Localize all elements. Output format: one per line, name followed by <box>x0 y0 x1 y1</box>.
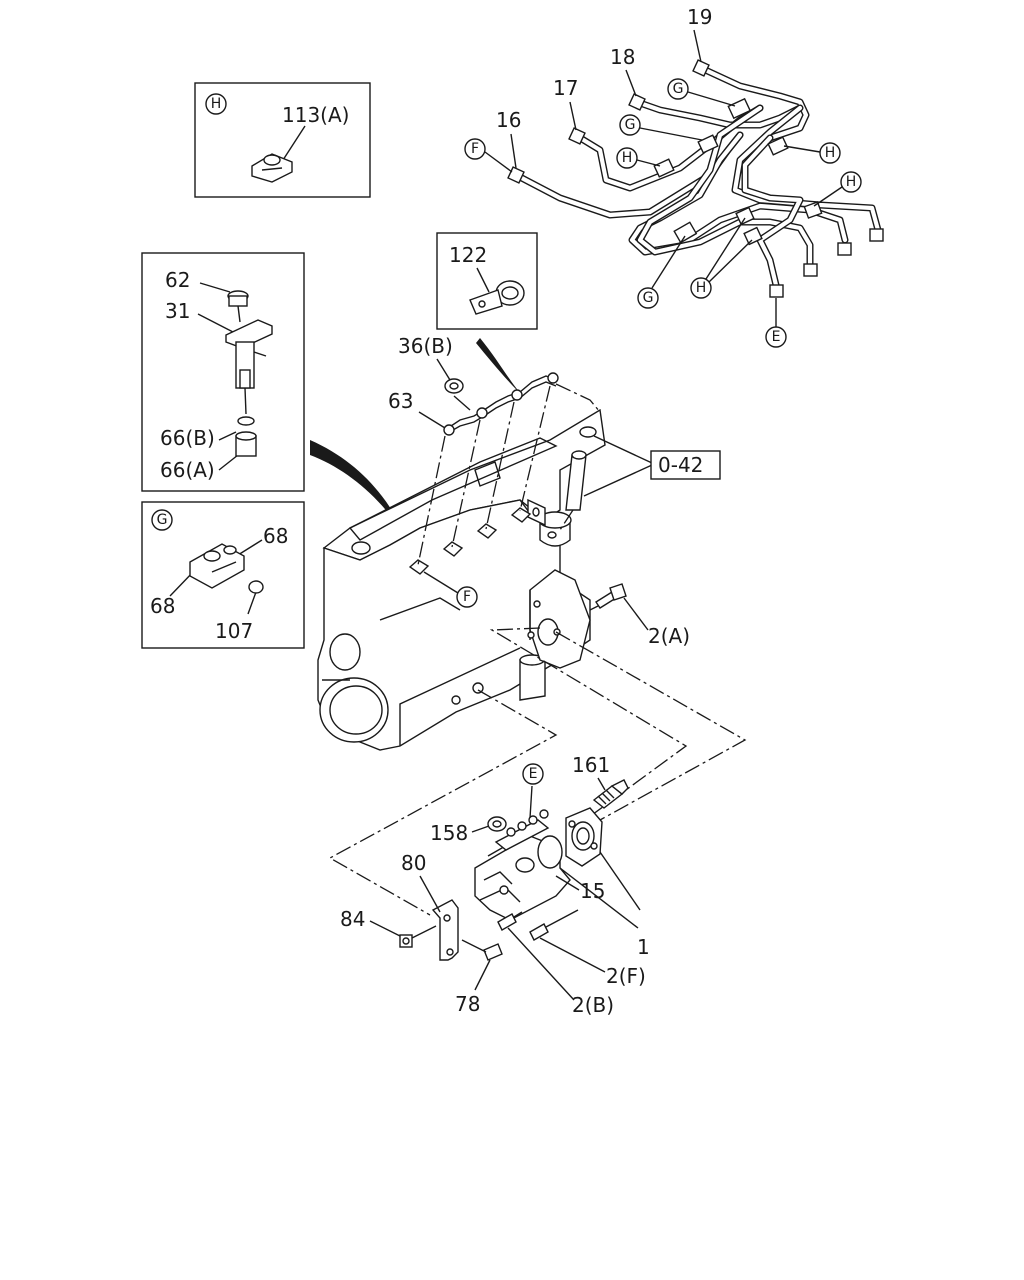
label-107: 107 <box>215 619 253 643</box>
label-62: 62 <box>165 268 190 292</box>
svg-text:G: G <box>673 81 684 97</box>
part-161 <box>592 779 629 809</box>
label-2a: 2(A) <box>648 624 690 648</box>
svg-text:F: F <box>463 589 471 605</box>
reference-box-text: 0-42 <box>658 453 703 477</box>
label-84: 84 <box>340 907 365 931</box>
injector-seats <box>408 507 532 575</box>
inset-g-circle-text: G <box>157 512 168 528</box>
label-66b: 66(B) <box>160 426 215 450</box>
label-158: 158 <box>430 821 468 845</box>
svg-text:F: F <box>471 141 479 157</box>
label-68-left: 68 <box>150 594 175 618</box>
clamp-68 <box>189 543 264 594</box>
label-17: 17 <box>553 76 578 100</box>
circle-e-pump: E <box>522 763 544 785</box>
label-31: 31 <box>165 299 190 323</box>
label-66a: 66(A) <box>160 458 215 482</box>
svg-text:G: G <box>625 117 636 133</box>
bolt-2f <box>529 909 579 941</box>
svg-text:H: H <box>696 280 707 296</box>
dashed-leaders-injectors <box>417 383 601 566</box>
label-36b: 36(B) <box>398 334 453 358</box>
label-2f: 2(F) <box>606 964 646 988</box>
return-pipe <box>443 372 559 436</box>
inset-nozzle: 62 31 66(B) 66(A) <box>141 252 305 492</box>
label-122: 122 <box>449 243 487 267</box>
injection-pump <box>474 807 603 921</box>
circle-g-2: G <box>619 114 641 136</box>
label-18: 18 <box>610 45 635 69</box>
dashed-guides <box>328 627 747 916</box>
bolt-78 <box>461 939 503 961</box>
injection-pipes <box>507 59 884 298</box>
label-19: 19 <box>687 5 712 29</box>
label-113a: 113(A) <box>282 103 349 127</box>
label-63: 63 <box>388 389 413 413</box>
circle-h-1: H <box>616 147 638 169</box>
label-80: 80 <box>401 851 426 875</box>
engine-block <box>317 408 606 751</box>
clip-113a <box>251 153 293 183</box>
clamp-122 <box>469 280 525 315</box>
svg-text:H: H <box>825 145 836 161</box>
bolt-2b <box>497 911 523 931</box>
label-68-top: 68 <box>263 524 288 548</box>
fuel-stub <box>559 426 597 531</box>
circle-e-top: E <box>765 326 787 348</box>
inset-h: H 113(A) <box>194 82 371 198</box>
label-161: 161 <box>572 753 610 777</box>
injector-nozzle <box>225 290 273 457</box>
label-78: 78 <box>455 992 480 1016</box>
bolt-2a <box>589 583 627 611</box>
inset-clamp: 122 <box>436 232 538 330</box>
svg-text:H: H <box>622 150 633 166</box>
nut-84 <box>399 934 413 948</box>
part-158 <box>487 816 507 832</box>
label-1: 1 <box>637 935 650 959</box>
circle-f-top: F <box>464 138 486 160</box>
circle-g-3: G <box>637 287 659 309</box>
circle-h-3: H <box>840 171 862 193</box>
label-2b: 2(B) <box>572 993 614 1017</box>
circle-h-4: H <box>690 277 712 299</box>
svg-text:H: H <box>846 174 857 190</box>
circle-g-1: G <box>667 78 689 100</box>
label-16: 16 <box>496 108 521 132</box>
inset-g-circle: G <box>151 509 173 531</box>
inset-g: G 68 68 107 <box>141 501 305 649</box>
reference-box: 0-42 <box>650 450 721 480</box>
leader-wedge-left <box>310 440 412 550</box>
inset-h-circle: H <box>205 93 227 115</box>
circle-f-mid: F <box>456 586 478 608</box>
svg-text:E: E <box>529 766 538 782</box>
leader-wedge-top <box>476 338 522 395</box>
svg-text:G: G <box>643 290 654 306</box>
svg-text:E: E <box>772 329 781 345</box>
circle-h-2: H <box>819 142 841 164</box>
inset-h-circle-text: H <box>211 96 222 112</box>
bracket-80 <box>431 899 459 961</box>
